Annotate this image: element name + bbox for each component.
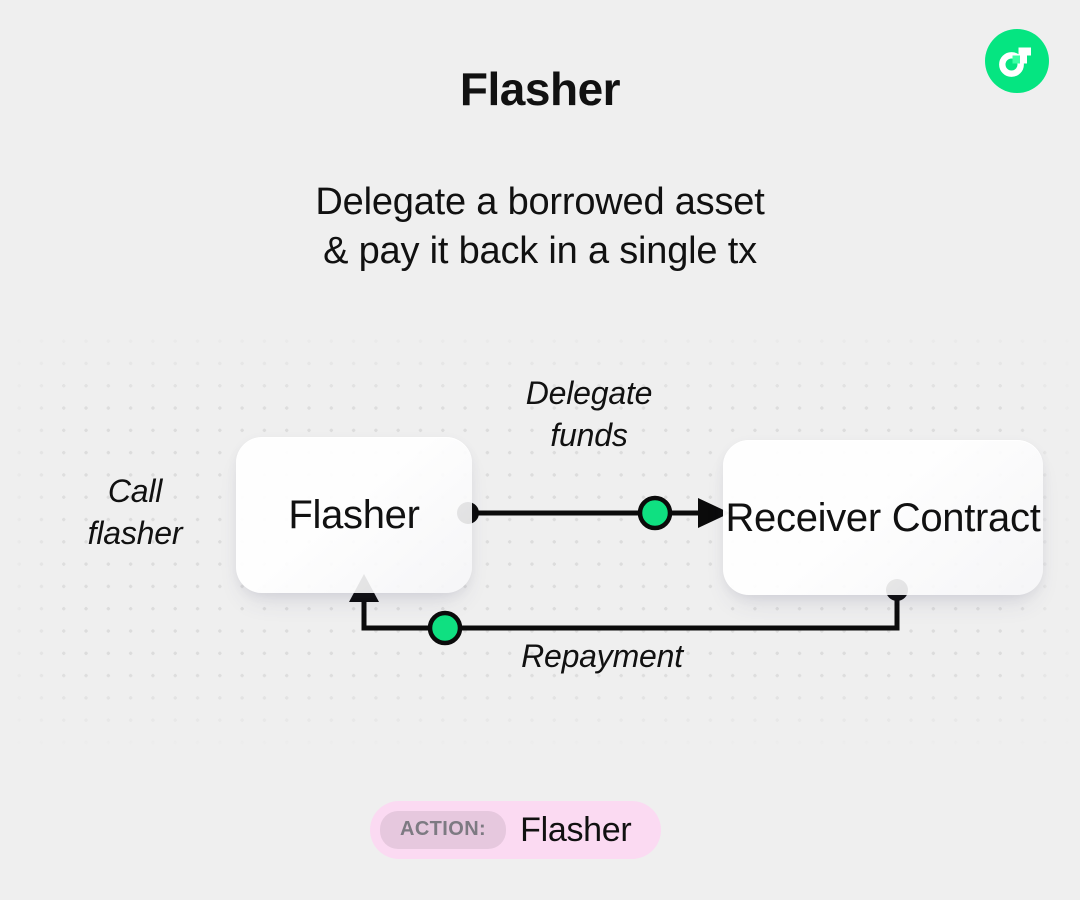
page-title: Flasher	[459, 63, 621, 115]
edge-delegate-funds	[457, 495, 730, 531]
label-call-flasher-line-1: Call	[107, 473, 163, 509]
node-flasher-label: Flasher	[288, 493, 420, 537]
page-subtitle: Delegate a borrowed asset & pay it back …	[0, 178, 1080, 276]
node-receiver-label-line-1: Receiver	[725, 495, 881, 540]
node-receiver-label-line-2: Contract	[891, 495, 1041, 540]
subtitle-line-1: Delegate a borrowed asset	[315, 181, 765, 223]
node-flasher[interactable]: Flasher	[236, 437, 472, 593]
action-badge-value: Flasher	[520, 810, 632, 849]
action-badge: ACTION: Flasher	[370, 801, 662, 859]
label-delegate-funds-line-1: Delegate	[525, 375, 653, 411]
edge-repayment	[349, 574, 908, 646]
label-delegate-funds-line-2: funds	[550, 417, 628, 453]
subtitle-line-2: & pay it back in a single tx	[323, 230, 757, 272]
label-delegate-funds: Delegate funds	[468, 372, 710, 456]
label-call-flasher-line-2: flasher	[87, 515, 183, 551]
action-badge-key: ACTION:	[380, 811, 507, 849]
label-repayment: Repayment	[521, 638, 683, 674]
node-receiver-label: Receiver Contract	[725, 491, 1040, 545]
brand-logo	[985, 29, 1049, 93]
node-receiver-contract[interactable]: Receiver Contract	[723, 440, 1043, 595]
label-call-flasher: Call flasher	[40, 470, 230, 554]
flow-diagram: Flasher Receiver Contract Call flasher D…	[0, 320, 1080, 760]
flashbots-f-logo-icon	[997, 41, 1037, 81]
token-dot-delegate	[637, 495, 673, 531]
flow-edges	[349, 495, 908, 646]
token-dot-repayment	[427, 610, 463, 646]
